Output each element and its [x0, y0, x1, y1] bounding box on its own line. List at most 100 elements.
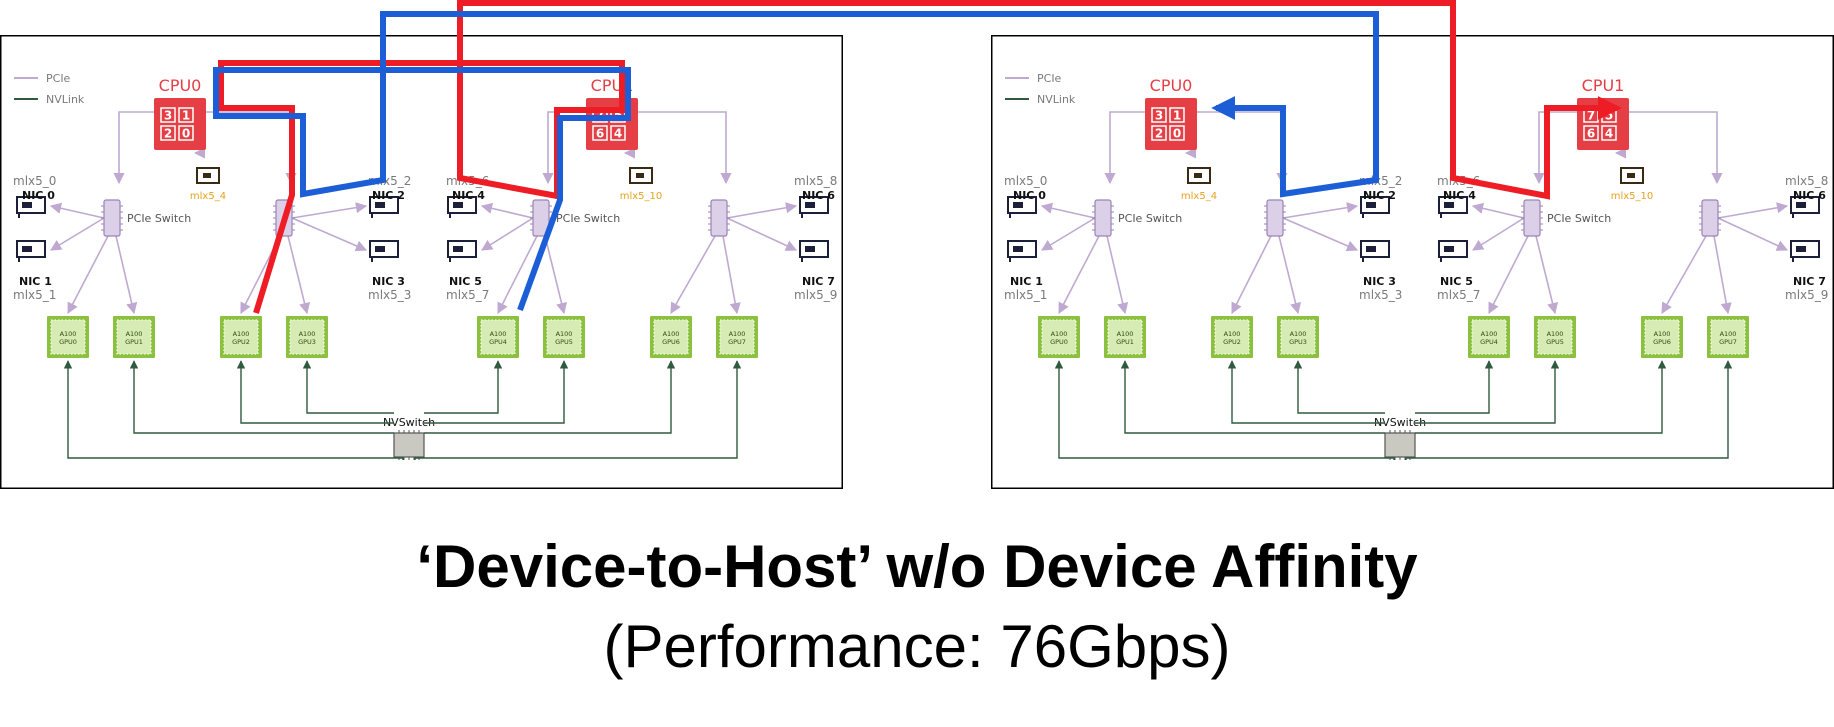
cpu1-core-box — [1583, 125, 1599, 141]
pcie-link-sw0-nic0 — [49, 202, 105, 219]
gpu4-model: A100 — [1481, 330, 1498, 338]
path-blue-gpu4-to-remote-cpu0 — [213, 11, 1379, 312]
cpu0-core-box — [160, 125, 176, 141]
pcie-link-sw3-gpu7 — [722, 235, 741, 315]
pcie-link-sw0-nic0 — [1040, 202, 1096, 219]
gpu4-pins — [1471, 319, 1507, 355]
cpu1-core-label: 7 — [1587, 109, 1595, 123]
nic1-name: NIC 1 — [19, 275, 52, 288]
nic4-chip — [453, 202, 463, 208]
pcie-link-sw1-gpu3 — [1278, 235, 1302, 315]
nic0-name: NIC 0 — [22, 189, 55, 202]
cpu1-core-box — [1601, 125, 1617, 141]
nic1-dev: mlx5_1 — [13, 288, 56, 302]
gpu7-pins — [719, 319, 755, 355]
gpu3-model: A100 — [1290, 330, 1307, 338]
cpu0-core-label: 3 — [1155, 109, 1163, 123]
gpu6-die — [1645, 320, 1679, 354]
cpu0-core-box — [160, 107, 176, 123]
cpu1-core-label: 4 — [614, 127, 622, 141]
nic0-chip — [1013, 202, 1023, 208]
gpu4-pins — [480, 319, 516, 355]
pcie-link-sw1-gpu3 — [287, 235, 311, 315]
legend-nvlink-label: NVLink — [1037, 93, 1076, 106]
cpu1-core-box — [592, 125, 608, 141]
gpu7-model: A100 — [1720, 330, 1737, 338]
gpu5-model: A100 — [556, 330, 573, 338]
gpu3-name: GPU3 — [1289, 338, 1307, 346]
pcie-link-sw2-nic4 — [1471, 202, 1525, 219]
nvswitch-label: NVSwitch — [383, 416, 435, 429]
nic3-dev: mlx5_3 — [368, 288, 411, 302]
pcie-switch-0 — [103, 199, 121, 237]
gpu6-name: GPU6 — [1653, 338, 1671, 346]
panel-border — [0, 35, 843, 489]
nvlink-gpu2 — [236, 360, 394, 424]
gpu0-pins — [50, 319, 86, 355]
pcie-link-sw2-nic5 — [1472, 217, 1525, 251]
nic6-name: NIC 6 — [802, 189, 835, 202]
gpu5-name: GPU5 — [555, 338, 573, 346]
nic7-name: NIC 7 — [802, 275, 835, 288]
nic6-dev: mlx5_8 — [1785, 174, 1828, 188]
nic7-name: NIC 7 — [1793, 275, 1826, 288]
nic3-name: NIC 3 — [372, 275, 405, 288]
nic5-name: NIC 5 — [449, 275, 482, 288]
pcie-switch-1 — [1266, 199, 1284, 237]
nic3-chip — [375, 246, 385, 252]
gpu2-die — [224, 320, 258, 354]
pcie-link-cpu0-sw0 — [113, 111, 155, 185]
pcie-link-sw1-nic3 — [1282, 217, 1359, 252]
gpu3-model: A100 — [299, 330, 316, 338]
gpu1-name: GPU1 — [125, 338, 143, 346]
nic1-chip — [22, 246, 32, 252]
nic5-chip — [1444, 246, 1454, 252]
cpu1-nic-label: mlx5_10 — [620, 191, 663, 202]
pcie-link-sw3-nic7 — [726, 217, 798, 251]
gpu1-die — [1108, 320, 1142, 354]
gpu0-die — [1042, 320, 1076, 354]
gpu2-model: A100 — [233, 330, 250, 338]
pcie-link-sw2-gpu4 — [1488, 235, 1529, 314]
gpu4-name: GPU4 — [489, 338, 507, 346]
gpu6-pins — [1644, 319, 1680, 355]
nic6-name: NIC 6 — [1793, 189, 1826, 202]
pcie-link-sw2-gpu5 — [1535, 235, 1559, 315]
pcie-link-cpu0-sw0 — [1104, 111, 1146, 185]
pcie-link-sw2-gpu5 — [544, 235, 568, 315]
pcie-link-cpu1-sw3 — [637, 111, 732, 185]
pcie-switch-0 — [1094, 199, 1112, 237]
gpu7-name: GPU7 — [1719, 338, 1737, 346]
nvlink-gpu4 — [424, 360, 503, 414]
nic1-name: NIC 1 — [1010, 275, 1043, 288]
pcie-switch-2-label: PCIe Switch — [556, 212, 620, 225]
nic2-chip — [375, 202, 385, 208]
gpu0-name: GPU0 — [59, 338, 77, 346]
cpu1-core-label: 6 — [596, 127, 604, 141]
gpu1-die — [117, 320, 151, 354]
gpu1-model: A100 — [1117, 330, 1134, 338]
nic5-chip — [453, 246, 463, 252]
gpu5-die — [547, 320, 581, 354]
pcie-link-sw3-nic6 — [1717, 202, 1789, 219]
pcie-switch-0-label: PCIe Switch — [1118, 212, 1182, 225]
nic4-chip — [1444, 202, 1454, 208]
pcie-link-sw1-nic2 — [1282, 202, 1359, 219]
cpu0-core-label: 1 — [1173, 109, 1181, 123]
cpu0-label: CPU0 — [1150, 76, 1193, 95]
